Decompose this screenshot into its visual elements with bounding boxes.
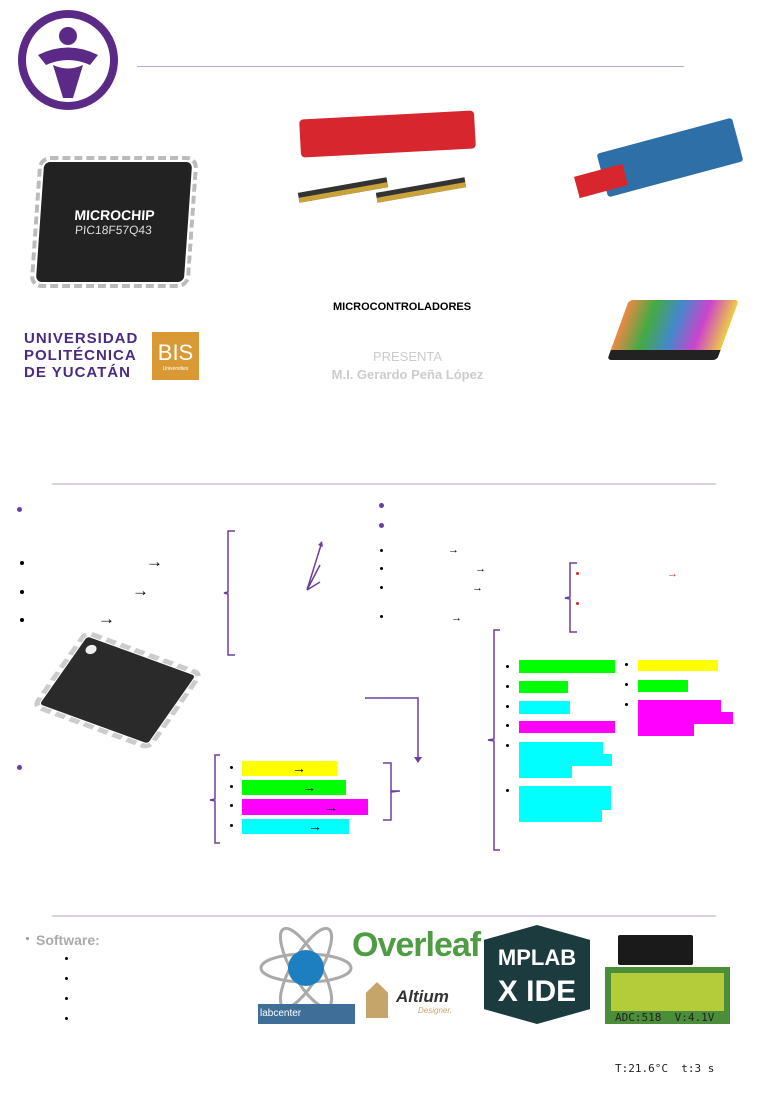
bullet (625, 703, 628, 706)
arrow-icon: → (324, 799, 338, 815)
highlight-green: → (242, 780, 346, 795)
bullet (65, 1017, 68, 1020)
arrow-icon: → (132, 581, 149, 600)
mplab-xide-logo: MPLAB X IDE (484, 925, 590, 1024)
altium-text: Altium (396, 987, 449, 1006)
arrow-icon: → (667, 568, 678, 580)
bullet (26, 937, 29, 940)
upy-logo: UNIVERSIDAD POLITÉCNICA DE YUCATÁN (24, 330, 138, 381)
bullet (230, 766, 233, 769)
highlight-yellow: → (242, 761, 337, 776)
author-name: M.I. Gerardo Peña López (331, 367, 484, 382)
bullet (20, 618, 24, 622)
xide-text: X IDE (497, 975, 577, 1008)
highlight-cyan (519, 766, 572, 778)
altium-sub: Designer. (418, 1006, 452, 1015)
bullet (65, 957, 68, 960)
highlight-cyan (519, 742, 603, 754)
bullet (379, 523, 384, 528)
bullet (380, 549, 383, 552)
bullet (65, 997, 68, 1000)
highlight-magenta: → (242, 799, 368, 815)
bullet (506, 705, 509, 708)
upy-line: UNIVERSIDAD (24, 330, 139, 347)
bullet (380, 586, 383, 589)
highlight-cyan (519, 754, 612, 766)
highlight-yellow (638, 660, 718, 671)
lcd-display-image: ADC:518 V:4.1V T:21.6°C t:3 s (605, 967, 730, 1075)
arrow-icon: → (308, 818, 322, 834)
highlight-magenta (638, 700, 721, 712)
university-emblem-icon (18, 10, 118, 110)
bullet (380, 615, 383, 618)
altium-logo: Altium Designer. (366, 982, 452, 1018)
arrow-icon: → (451, 612, 462, 624)
arrow-icon: → (98, 609, 115, 628)
bullet (506, 789, 509, 792)
section-divider (52, 915, 716, 917)
bullet (230, 785, 233, 788)
lcd-line: T:21.6°C t:3 s (615, 1062, 715, 1075)
bullet (20, 590, 24, 594)
arrow-icon: → (302, 779, 316, 795)
highlight-cyan (519, 786, 611, 810)
altium-icon (366, 982, 388, 1018)
highlight-magenta (638, 712, 733, 724)
highlight-cyan: → (242, 819, 349, 834)
i2c-module-image (618, 935, 693, 965)
bis-text: BIS (157, 340, 194, 365)
overleaf-text: Overleaf (352, 926, 481, 964)
arrow-icon: → (475, 563, 486, 575)
overleaf-logo: Overleaf (352, 926, 481, 965)
bullet (576, 602, 579, 605)
course-title: MICROCONTROLADORES (333, 301, 472, 313)
bullet (506, 685, 509, 688)
highlight-cyan (519, 701, 570, 714)
arrow-icon: → (146, 552, 163, 571)
bullet (506, 744, 509, 747)
bullet (65, 977, 68, 980)
highlight-cyan (519, 810, 602, 822)
highlight-green (519, 681, 568, 693)
arrow-icon: → (448, 544, 459, 556)
labcenter-logo: labcenter (258, 1004, 355, 1024)
bullet (230, 824, 233, 827)
bullet (17, 507, 22, 512)
bullet (17, 765, 22, 770)
upy-line: POLITÉCNICA (24, 347, 137, 364)
bullet (506, 724, 509, 727)
upy-line: DE YUCATÁN (24, 364, 131, 381)
bullet (506, 665, 509, 668)
highlight-magenta (519, 721, 615, 733)
bullet (20, 561, 24, 565)
highlight-green (638, 680, 688, 692)
software-label: Software: (36, 932, 100, 948)
arrow-icon: → (292, 760, 306, 776)
mplab-text: MPLAB (497, 945, 577, 970)
bis-sub: Universities (162, 366, 189, 372)
bullet (380, 567, 383, 570)
highlight-magenta (638, 724, 694, 736)
presenta-label: PRESENTA (372, 349, 443, 364)
diagram-lines (209, 530, 577, 851)
bullet (379, 503, 384, 508)
bullet (230, 804, 233, 807)
proteus-atom-icon (259, 926, 353, 1010)
bis-logo: BIS Universities (152, 332, 199, 380)
bullet (576, 572, 579, 575)
bullet (625, 683, 628, 686)
lcd-line: ADC:518 V:4.1V (615, 1011, 715, 1024)
highlight-green (519, 660, 615, 673)
bullet (625, 663, 628, 666)
header-divider (137, 66, 684, 67)
section-divider (52, 483, 716, 485)
pin1-marker (83, 643, 99, 656)
arrow-icon: → (472, 582, 483, 594)
